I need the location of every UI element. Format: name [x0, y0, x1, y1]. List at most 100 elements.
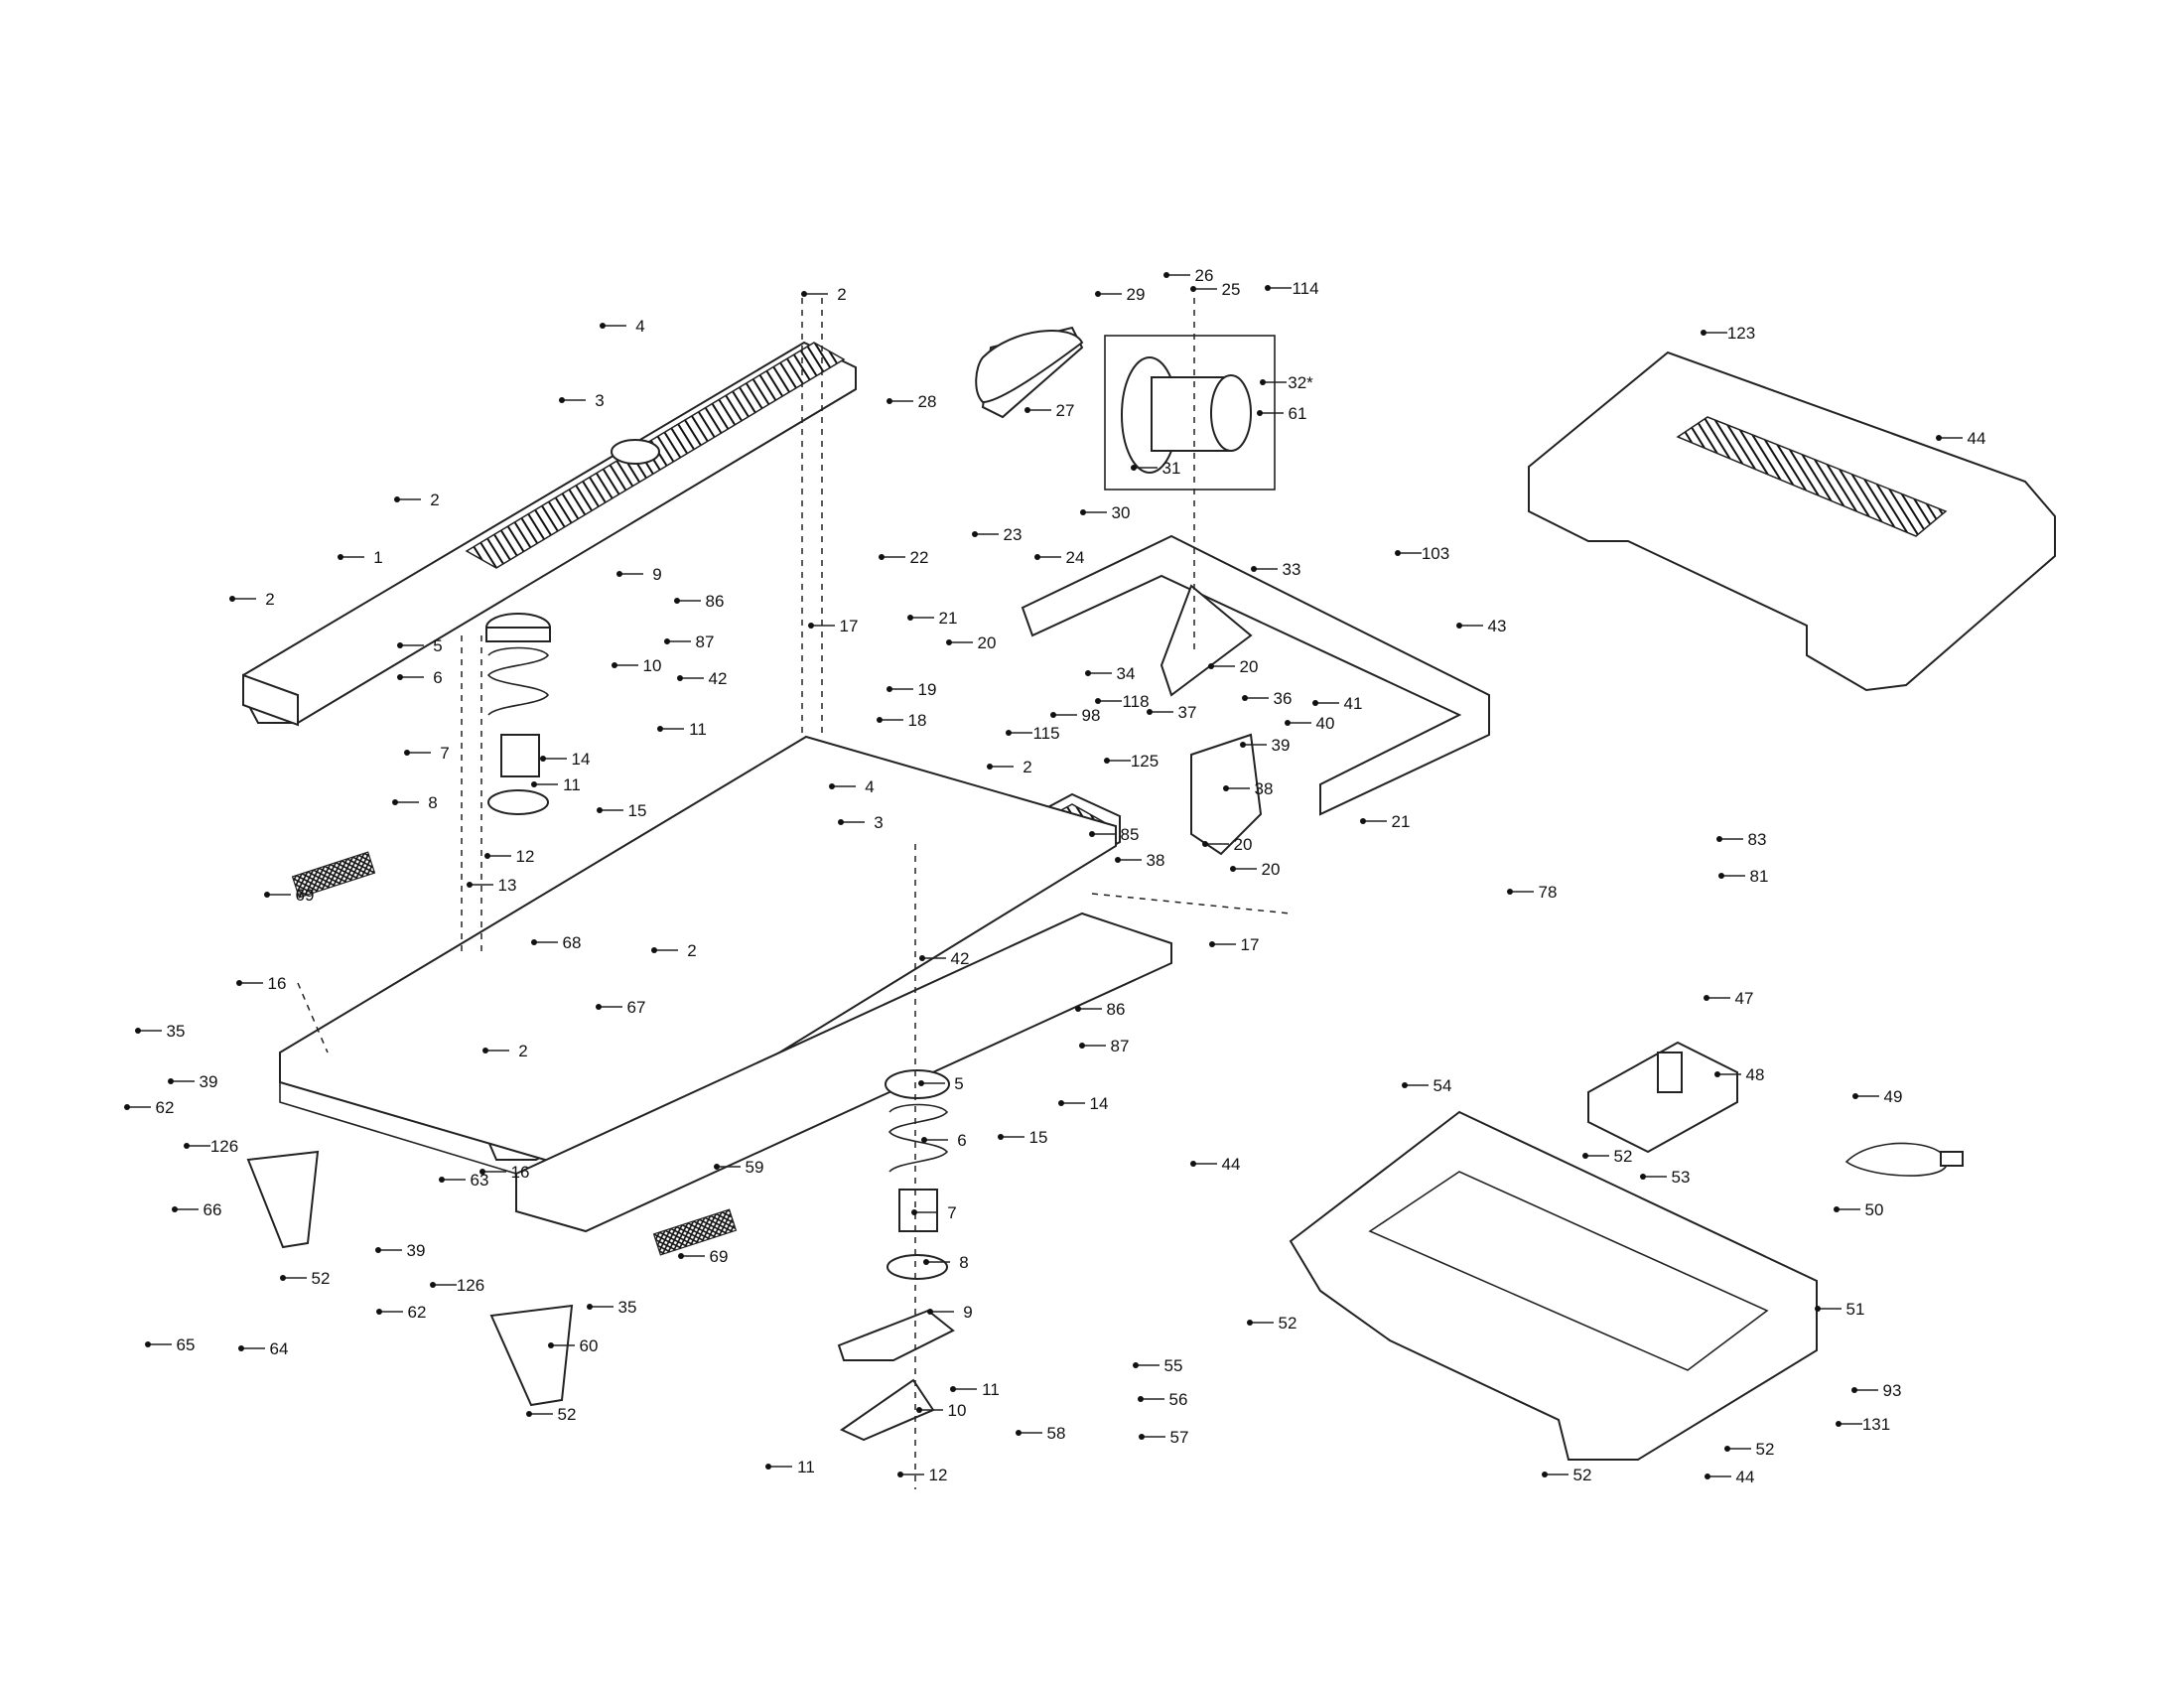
callout-c58: 58	[1016, 1424, 1065, 1443]
fastener-dot	[1223, 785, 1229, 791]
callout-label: 69	[710, 1247, 729, 1266]
fastener-dot	[1242, 695, 1248, 701]
callout-c14a: 14	[540, 750, 590, 769]
fastener-dot	[1251, 566, 1257, 572]
fastener-dot	[1085, 670, 1091, 676]
callout-c123: 123	[1701, 324, 1755, 343]
callout-c63: 63	[439, 1171, 488, 1190]
callout-c17b: 17	[1209, 935, 1259, 954]
callout-c83: 83	[1716, 830, 1766, 849]
callout-c126a: 126	[184, 1137, 238, 1156]
left-side-rail	[242, 341, 857, 727]
callout-c54: 54	[1402, 1076, 1451, 1095]
callout-c6b: 6	[921, 1131, 967, 1150]
callout-c65: 65	[145, 1335, 195, 1354]
callout-label: 16	[511, 1163, 530, 1182]
callout-c13: 13	[467, 876, 516, 895]
callout-c18: 18	[877, 711, 926, 730]
callout-c41: 41	[1312, 694, 1362, 713]
fastener-dot	[972, 531, 978, 537]
callout-c87b: 87	[1079, 1037, 1129, 1055]
callout-label: 14	[1090, 1094, 1109, 1113]
callout-label: 52	[1756, 1440, 1775, 1459]
callout-c53: 53	[1640, 1168, 1690, 1187]
callout-label: 20	[1240, 657, 1259, 676]
callout-c5a: 5	[397, 636, 443, 655]
fastener-dot	[1312, 700, 1318, 706]
callout-label: 5	[954, 1074, 963, 1093]
fastener-dot	[879, 554, 885, 560]
callout-c12b: 12	[897, 1466, 947, 1484]
callout-label: 32*	[1288, 373, 1313, 392]
fastener-dot	[923, 1259, 929, 1265]
callout-c81: 81	[1718, 867, 1768, 886]
callout-label: 93	[1883, 1381, 1902, 1400]
callout-c29: 29	[1095, 285, 1145, 304]
callout-label: 12	[516, 847, 535, 866]
callout-c20b: 20	[1208, 657, 1258, 676]
fastener-dot	[765, 1464, 771, 1470]
callout-c131: 131	[1836, 1415, 1890, 1434]
fastener-dot	[1024, 407, 1030, 413]
fastener-dot	[1704, 995, 1709, 1001]
fastener-dot	[597, 807, 603, 813]
callout-label: 118	[1122, 692, 1149, 711]
callout-label: 53	[1672, 1168, 1691, 1187]
callout-label: 86	[706, 592, 725, 611]
fastener-dot	[1701, 330, 1706, 336]
callout-label: 11	[797, 1458, 815, 1476]
fastener-dot	[1402, 1082, 1408, 1088]
callout-label: 39	[200, 1072, 218, 1091]
callout-label: 18	[908, 711, 927, 730]
fastener-dot	[1718, 873, 1724, 879]
fastener-dot	[921, 1137, 927, 1143]
callout-label: 78	[1539, 883, 1558, 902]
callout-c30: 30	[1080, 503, 1130, 522]
callout-c42b: 42	[919, 949, 969, 968]
callout-c62b: 62	[376, 1303, 426, 1322]
rear-end-caps	[246, 1150, 574, 1407]
fastener-dot	[1147, 709, 1153, 715]
callout-c78: 78	[1507, 883, 1557, 902]
fastener-dot	[1716, 836, 1722, 842]
callout-c2d: 2	[651, 941, 697, 960]
callout-c52b: 52	[526, 1405, 576, 1424]
callout-label: 58	[1047, 1424, 1066, 1443]
callout-c24: 24	[1034, 548, 1084, 567]
callout-label: 81	[1750, 867, 1769, 886]
callout-label: 52	[1279, 1314, 1297, 1333]
callout-label: 44	[1222, 1155, 1241, 1174]
callout-label: 23	[1004, 525, 1023, 544]
callout-label: 34	[1117, 664, 1136, 683]
callout-label: 3	[595, 391, 604, 410]
fastener-dot	[1834, 1206, 1840, 1212]
callout-c15b: 15	[998, 1128, 1047, 1147]
fastener-dot	[801, 291, 807, 297]
fastener-dot	[1260, 379, 1266, 385]
fastener-dot	[124, 1104, 130, 1110]
callout-c62a: 62	[124, 1098, 174, 1117]
callout-c85: 85	[1089, 825, 1139, 844]
fastener-dot	[375, 1247, 381, 1253]
callout-label: 15	[628, 801, 647, 820]
callout-label: 62	[408, 1303, 427, 1322]
callout-c44a: 44	[1936, 429, 1985, 448]
callout-c14b: 14	[1058, 1094, 1108, 1113]
callout-c11c: 11	[950, 1380, 1000, 1399]
callout-c69a: 69	[264, 886, 314, 905]
callout-label: 87	[696, 632, 715, 651]
fastener-dot	[950, 1386, 956, 1392]
callout-c15a: 15	[597, 801, 646, 820]
callout-c28: 28	[887, 392, 936, 411]
fastener-dot	[1208, 663, 1214, 669]
callout-label: 33	[1283, 560, 1301, 579]
callout-c2e: 2	[482, 1042, 528, 1060]
callout-c52e: 52	[1724, 1440, 1774, 1459]
fastener-dot	[1190, 1161, 1196, 1167]
callout-c103: 103	[1395, 544, 1449, 563]
callout-c60: 60	[548, 1336, 598, 1355]
fastener-dot	[1936, 435, 1942, 441]
callout-c20c: 20	[1202, 835, 1252, 854]
drive-belt	[975, 330, 1084, 404]
deck-frame	[279, 735, 1172, 1256]
